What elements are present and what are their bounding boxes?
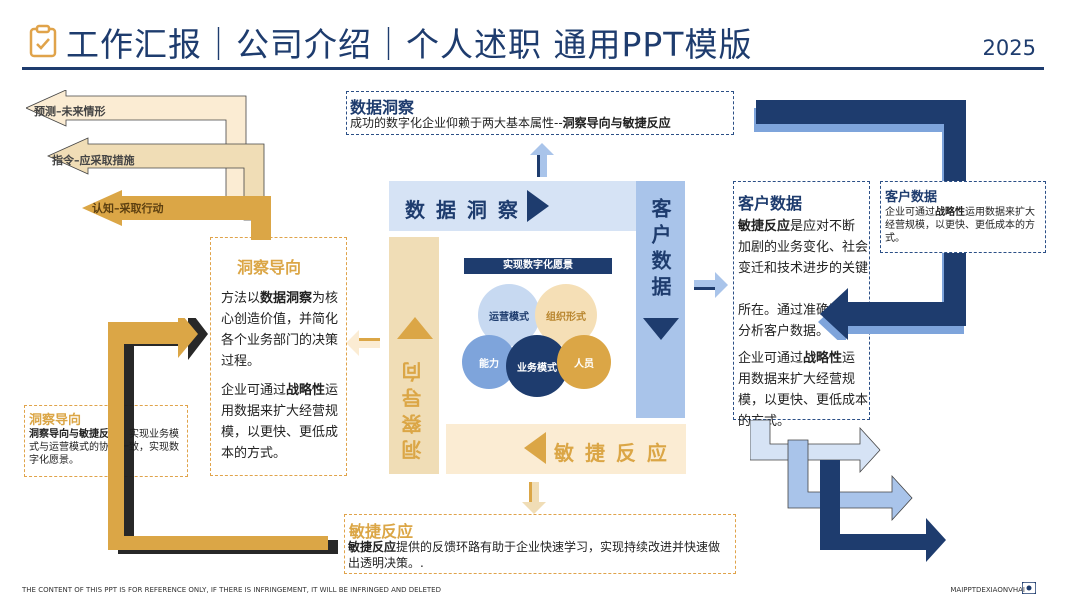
left-arrow-label-1: 预测–未来情形 [34,105,106,118]
insight-oriented-box: 洞察导向 方法以数据洞察为核心创造价值，并简化各个业务部门的决策过程。 企业可通… [210,237,347,476]
page-title: 工作汇报｜公司介绍｜个人述职 通用PPT模版 [66,25,753,64]
center-bottom-label: 敏 捷 反 应 [554,441,669,465]
customer-data-p3: 企业可通过战略性运用数据来扩大经营规模，以更快、更低成本的方式。 [738,351,869,429]
return-arrow-left [108,318,338,554]
year-label: 2025 [982,36,1036,60]
center-left-bar [389,237,439,474]
center-right-bar [636,181,685,418]
brand-logo-icon [1022,582,1036,594]
center-right-label: 客户数据 [648,198,672,302]
center-bottom-bar [446,424,686,474]
left-arrow-label-2: 指令–应采取措施 [52,154,135,167]
footer-disclaimer: THE CONTENT OF THIS PPT IS FOR REFERENCE… [22,586,441,594]
right-arrow-label-3: 预测–未来情形 [946,544,1018,557]
right-arrow-label-1: 描述–发生事件 [880,446,952,459]
circle-business-model: 业务模式 [506,335,568,397]
up-arrow-icon [530,143,554,177]
left-arrow-stack [26,90,271,240]
footer-brand: MAIPPTDEXIAONVHAI [950,586,1025,594]
right-arrow-icon [694,272,728,298]
customer-data-box: 客户数据 敏捷反应是应对不断加剧的业务变化、社会变迁和技术进步的关键 所在。通过… [733,181,870,429]
header-divider [22,67,1044,70]
data-insight-box: 数据洞察 成功的数字化企业仰赖于两大基本属性--洞察导向与敏捷反应 [346,91,734,135]
agile-response-title: 敏捷反应 [349,522,414,541]
left-triangle-icon [524,432,546,464]
customer-data-small-box: 客户数据 企业可通过战略性运用数据来扩大经营规模，以更快、更低成本的方式。 [880,181,1046,253]
insight-oriented-p2: 企业可通过战略性运用数据来扩大经营规模，以更快、更低成本的方式。 [221,383,339,461]
clipboard-icon [29,24,57,58]
up-triangle-icon [397,317,433,339]
customer-data-title: 客户数据 [738,194,803,213]
insight-oriented-small-box: 洞察导向 洞察导向与敏捷反应，实现业务模式与运营模式的协调一致，实现数字化愿景。 [24,405,188,477]
center-left-label: 洞察导向 [401,356,425,460]
right-triangle-icon [527,190,549,222]
insight-oriented-p1: 方法以数据洞察为核心创造价值，并简化各个业务部门的决策过程。 [221,291,339,369]
right-arrow-stack [750,420,946,562]
down-arrow-icon [522,482,546,514]
data-insight-title: 数据洞察 [350,98,415,117]
circle-people: 人员 [557,335,611,389]
left-arrow-icon [346,330,380,356]
center-top-label: 数 据 洞 察 [405,198,520,222]
customer-small-text: 企业可通过战略性运用数据来扩大经营规模，以更快、更低成本的方式。 [885,207,1035,244]
agile-response-text: 敏捷反应提供的反馈环路有助于企业快速学习，实现持续改进并快速做出透明决策。. [348,540,721,570]
left-arrow-label-3: 认知–采取行动 [92,202,164,215]
insight-oriented-title: 洞察导向 [237,258,302,277]
right-arrow-label-2: 诊断–事件原因 [916,494,988,507]
vision-title: 实现数字化愿景 [464,258,612,274]
insight-small-text: 洞察导向与敏捷反应，实现业务模式与运营模式的协调一致，实现数字化愿景。 [29,429,179,466]
customer-data-p1: 敏捷反应是应对不断加剧的业务变化、社会变迁和技术进步的关键 [738,219,869,276]
return-arrow-right [754,100,966,340]
agile-response-box: 敏捷反应 敏捷反应提供的反馈环路有助于企业快速学习，实现持续改进并快速做出透明决… [344,514,736,574]
data-insight-text: 成功的数字化企业仰赖于两大基本属性--洞察导向与敏捷反应 [350,116,671,130]
customer-small-title: 客户数据 [885,190,938,205]
insight-small-title: 洞察导向 [29,413,82,428]
down-triangle-icon [643,318,679,340]
